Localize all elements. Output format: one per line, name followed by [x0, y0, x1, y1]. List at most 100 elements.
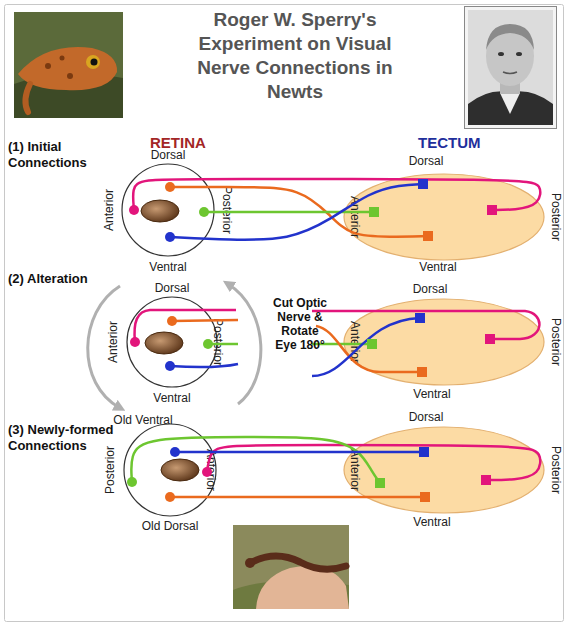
rotation-arrow [228, 284, 261, 404]
fiber-terminal [481, 475, 491, 485]
column-heading: TECTUM [418, 134, 498, 152]
retina-circle: Old VentralPosteriorAnteriorOld Dorsal [123, 423, 217, 517]
panel-label: (1) Initial Connections [8, 139, 108, 171]
node-outline [343, 298, 545, 386]
diagram-title: Roger W. Sperry's Experiment on Visual N… [172, 8, 418, 104]
axis-label: Ventral [419, 261, 456, 273]
cut-nerve-fiber [312, 318, 420, 376]
nerve-fiber [133, 179, 540, 210]
cut-nerve-fiber [208, 343, 238, 346]
axis-label: Ventral [413, 388, 450, 400]
fiber-origin-dot [165, 492, 175, 502]
nerve-fiber [207, 445, 540, 480]
fiber-origin-dot [165, 361, 175, 371]
fiber-origin-dot [203, 339, 213, 349]
portrait-shirt [500, 93, 520, 114]
fiber-terminal [418, 179, 428, 189]
fiber-terminal [415, 313, 425, 323]
tectum-oval [344, 427, 544, 513]
node-outline [121, 163, 215, 257]
retina-circle: DorsalAnteriorPosteriorVentral [121, 163, 215, 257]
cut-nerve-fiber [170, 364, 238, 367]
axis-label: Old Dorsal [142, 520, 199, 532]
fiber-terminal [485, 334, 495, 344]
axis-label: Anterior [349, 449, 361, 491]
axis-label: Anterior [103, 189, 115, 231]
fiber-origin-dot [130, 337, 140, 347]
cut-nerve-fiber [316, 326, 422, 372]
photo-background [233, 581, 349, 609]
newt-spot [60, 56, 65, 61]
eye-lens [161, 459, 199, 481]
axis-label: Anterior [349, 321, 361, 363]
tectum-oval [344, 174, 544, 260]
axis-label: Posterior [550, 446, 562, 494]
tectum-oval: DorsalAnteriorPosteriorVentral [343, 298, 545, 386]
fiber-origin-dot [170, 447, 180, 457]
node-outline [343, 173, 545, 261]
portrait-hair [486, 24, 534, 50]
tectum-oval: DorsalAnteriorPosteriorVentral [343, 426, 545, 514]
terminal-group [127, 179, 497, 502]
cut-nerve-fiber [135, 310, 236, 342]
newt-leg [25, 84, 30, 112]
fiber-terminal [419, 447, 429, 457]
node-outline [126, 296, 218, 388]
nerve-fiber [170, 184, 423, 240]
portrait-suit [468, 91, 553, 125]
newt-spot [45, 63, 51, 69]
axis-label: Posterior [550, 318, 562, 366]
cut-nerve-fiber [312, 311, 539, 339]
eye-lens [141, 200, 179, 222]
fiber-origin-dot [167, 316, 177, 326]
newt-body [252, 556, 346, 569]
fiber-terminal [369, 207, 379, 217]
nerve-fiber [204, 211, 374, 214]
nerve-fiber [170, 496, 425, 499]
axis-label: Dorsal [413, 283, 448, 295]
fiber-terminal [367, 339, 377, 349]
portrait-eye [516, 52, 522, 56]
fiber-terminal [420, 492, 430, 502]
newt-photo [14, 12, 123, 118]
fiber-origin-dot [202, 467, 212, 477]
axis-label: Dorsal [409, 411, 444, 423]
axis-label: Ventral [413, 516, 450, 528]
axis-label: Anterior [349, 196, 361, 238]
axis-label: Posterior [221, 186, 233, 234]
fiber-terminal [375, 478, 385, 488]
axis-label: Dorsal [151, 149, 186, 161]
connector-group [131, 179, 540, 497]
rotation-arrow [88, 286, 120, 408]
hand-photo [233, 525, 349, 609]
axis-label: Anterior [107, 321, 119, 363]
tectum-oval: DorsalAnteriorPosteriorVentral [343, 173, 545, 261]
retina-circle [127, 297, 217, 387]
axis-label: Ventral [149, 261, 186, 273]
retina-circle [122, 164, 214, 256]
newt-head [245, 558, 255, 568]
node-outline [343, 426, 545, 514]
nerve-fiber [175, 451, 424, 454]
cut-nerve-fiber [172, 320, 238, 321]
nerve-fiber [131, 437, 380, 483]
retina-circle [124, 424, 216, 516]
newt-eye [86, 55, 100, 69]
axis-label: Dorsal [409, 155, 444, 167]
node-outline [123, 423, 217, 517]
portrait-head [486, 26, 534, 86]
portrait-eye [498, 52, 504, 56]
fiber-origin-dot [199, 207, 209, 217]
fiber-terminal [487, 205, 497, 215]
axis-label: Ventral [153, 392, 190, 404]
hand [256, 566, 349, 609]
portrait-background [468, 10, 553, 125]
nerve-fiber [170, 187, 428, 237]
fiber-origin-dot [165, 182, 175, 192]
axis-label: Dorsal [155, 282, 190, 294]
newt-pupil [91, 59, 98, 66]
frame [5, 5, 564, 622]
axis-label: Posterior [550, 193, 562, 241]
portrait-neck [500, 78, 520, 94]
